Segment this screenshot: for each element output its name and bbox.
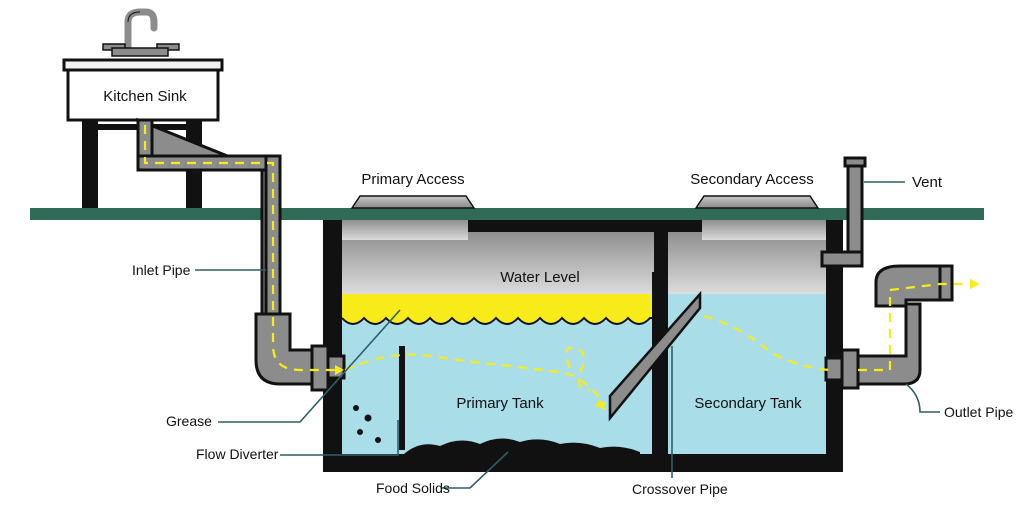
flow-diverter [399, 346, 405, 450]
food-solids [353, 405, 640, 454]
water-level-label: Water Level [500, 269, 579, 286]
tank-divider-wall [652, 272, 668, 462]
secondary-access-lid: Secondary Access [690, 171, 820, 209]
primary-access-lid: Primary Access [350, 171, 476, 209]
outlet-pipe [824, 264, 954, 390]
vent-label: Vent [912, 174, 943, 191]
inlet-pipe [136, 117, 346, 392]
kitchen-sink: Kitchen Sink [62, 8, 224, 208]
grease-label: Grease [166, 413, 212, 429]
primary-access-label: Primary Access [361, 171, 464, 188]
kitchen-sink-label: Kitchen Sink [103, 88, 187, 105]
food-solids-label: Food Solids [376, 480, 450, 496]
vent-pipe: Vent [820, 156, 943, 268]
crossover-pipe [608, 290, 702, 422]
outlet-pipe-label: Outlet Pipe [944, 404, 1013, 420]
ground-line [30, 208, 984, 220]
flow-arrows [143, 125, 980, 410]
secondary-access-label: Secondary Access [690, 171, 813, 188]
crossover-pipe-label: Crossover Pipe [632, 481, 728, 497]
sink-leg-left [82, 120, 98, 208]
secondary-tank-label: Secondary Tank [694, 395, 802, 412]
flow-diverter-label: Flow Diverter [196, 446, 279, 462]
grease-layer [341, 294, 654, 325]
grease-trap-tank: Water Level Primary Tank Secondary Tank [323, 220, 843, 472]
inlet-pipe-label: Inlet Pipe [132, 262, 191, 278]
primary-tank-label: Primary Tank [456, 395, 544, 412]
faucet-icon [124, 8, 158, 54]
secondary-tank-water [668, 294, 826, 454]
leader-lines [195, 181, 940, 489]
